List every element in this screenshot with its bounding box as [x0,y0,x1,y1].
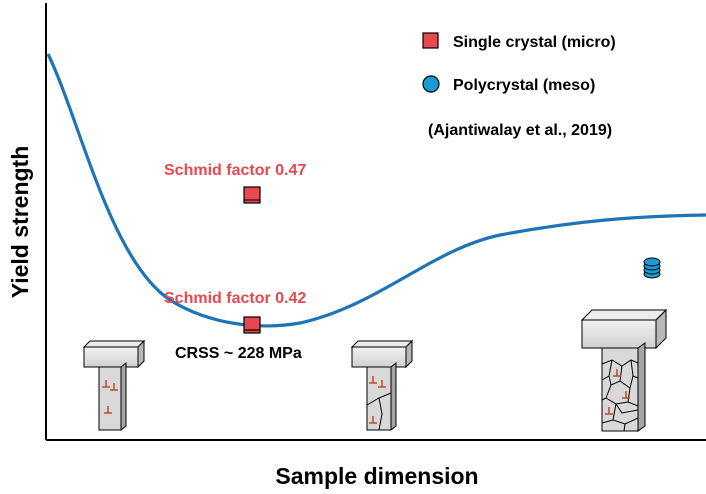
grain-boundary-icon [601,359,639,432]
micropillar-single-crystal-small [82,339,146,432]
dislocation-icon [102,380,118,414]
single-crystal-legend-marker [422,32,439,49]
schmid-factor-047-label: Schmid factor 0.47 [164,162,306,179]
legend-label-polycrystal: Polycrystal (meso) [453,77,595,94]
single-crystal-point-low [243,316,261,334]
micropillar-bicrystal-medium [350,339,414,432]
crss-label: CRSS ~ 228 MPa [175,345,302,362]
legend-label-single-crystal: Single crystal (micro) [453,34,616,51]
x-axis-label: Sample dimension [275,463,478,489]
y-axis-label: Yield strength [7,146,33,299]
polycrystal-legend-marker [422,75,440,93]
micropillar-polycrystal-large [580,308,668,432]
dislocation-icon [605,369,630,415]
yield-strength-curve [46,53,706,328]
schmid-factor-042-label: Schmid factor 0.42 [164,290,306,307]
single-crystal-point-high [243,186,261,204]
citation: (Ajantiwalay et al., 2019) [428,122,612,139]
grain-boundary-icon [366,392,392,431]
legend: Single crystal (micro) Polycrystal (meso… [422,32,616,139]
polycrystal-point-stack [643,257,661,279]
dislocation-icon [369,376,386,424]
